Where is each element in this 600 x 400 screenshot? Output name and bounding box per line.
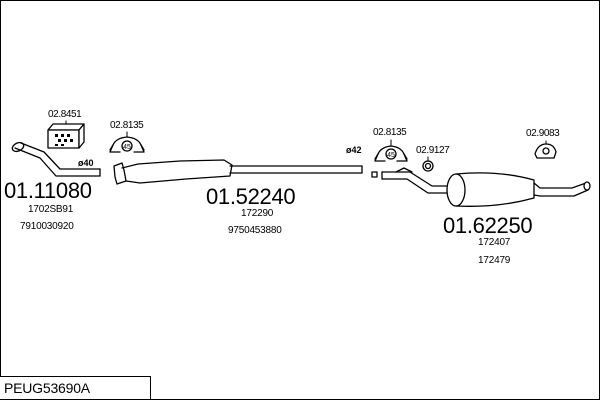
hanger-rear-code: 02.9083 [526,128,560,139]
rear-silencer-number: 01.62250 [443,213,533,238]
middle-silencer-ref-1: 172290 [241,208,274,219]
rear-silencer-ref-1: 172407 [478,237,511,248]
rear-silencer-part [371,167,591,207]
clamp-small [422,160,434,172]
front-pipe-diameter: ø40 [78,158,94,168]
middle-pipe-diameter: ø42 [346,145,362,155]
gasket-kit-box [47,123,85,149]
gasket-kit-code: 02.8451 [48,109,82,120]
front-pipe-number: 01.11080 [4,178,92,203]
front-pipe-ref-2: 7910030920 [20,221,74,232]
middle-silencer-number: 01.52240 [206,184,296,209]
leader-lines [65,120,547,162]
title-box: PEUG53690A [0,376,151,399]
middle-silencer-part [113,159,363,185]
hanger-rear [534,143,557,159]
rear-silencer-ref-2: 172479 [478,255,511,266]
clamp-front-size: 45 [123,144,131,151]
clamp-mid-code: 02.8135 [373,127,407,138]
front-pipe-ref-1: 1702SB91 [28,204,74,215]
clamp-small-code: 02.9127 [416,145,450,156]
clamp-mid-size: 45 [387,152,395,159]
clamp-front-code: 02.8135 [110,120,144,131]
middle-silencer-ref-2: 9750453880 [228,225,282,236]
front-pipe-part [11,141,101,177]
diagram-title: PEUG53690A [4,380,90,396]
